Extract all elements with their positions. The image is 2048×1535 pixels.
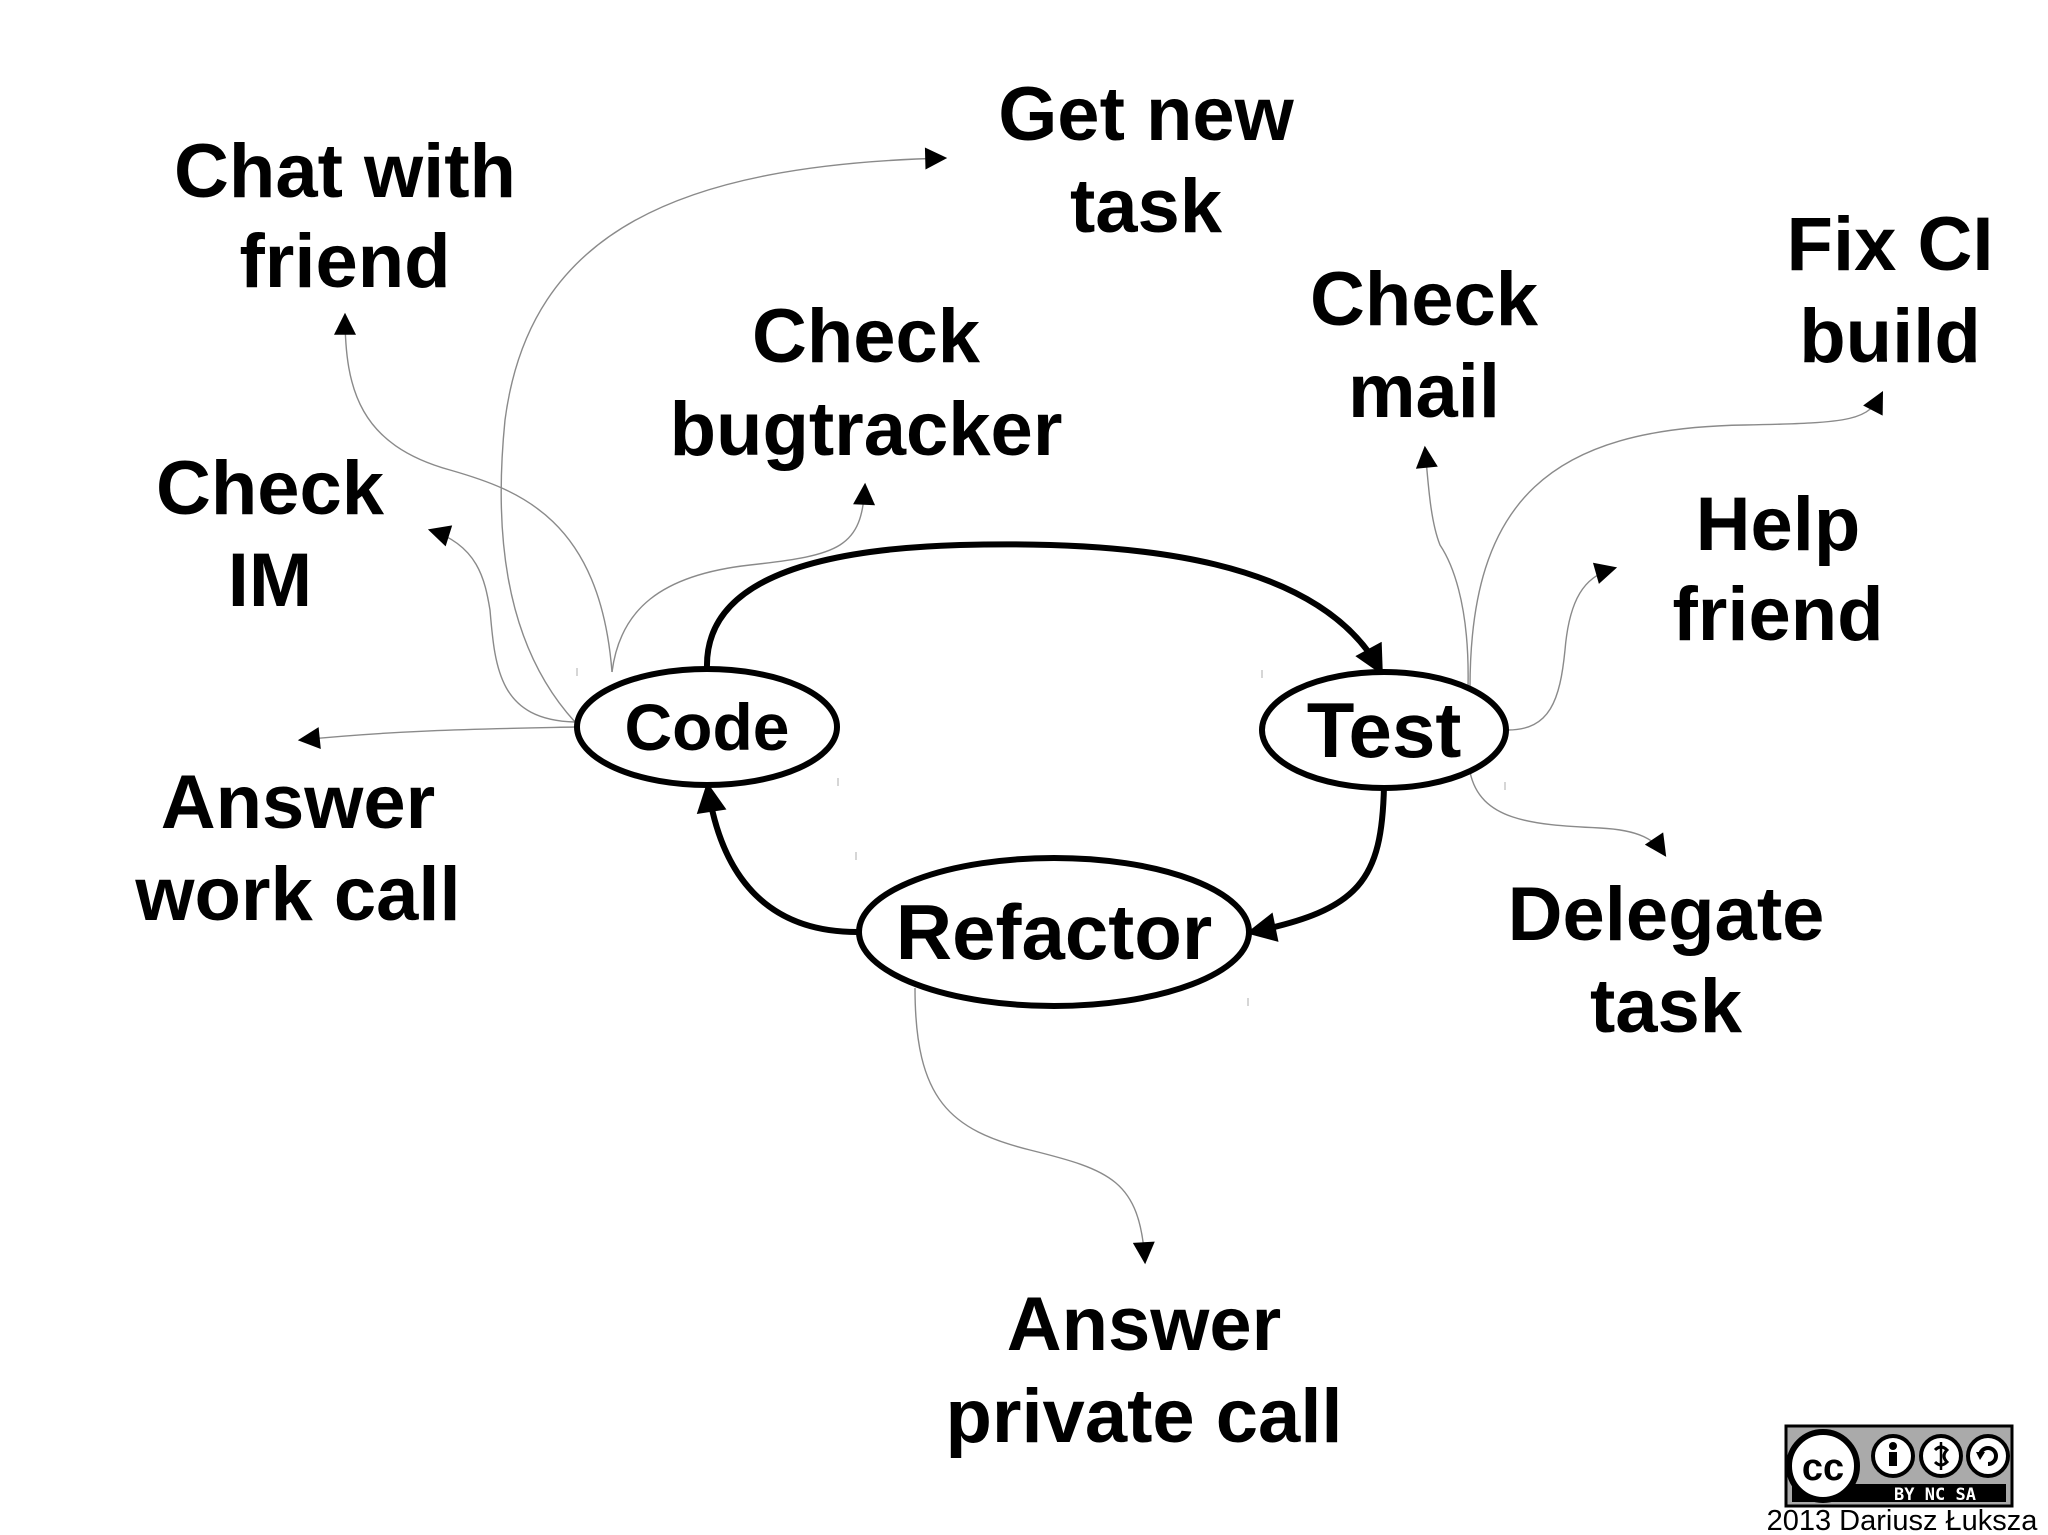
label-check-bugtracker: Check bugtracker — [670, 294, 1063, 472]
label-line: Check — [1310, 257, 1539, 342]
guide-ticks — [576, 668, 1506, 1006]
label-line: mail — [1348, 349, 1500, 434]
label-line: Chat with — [174, 129, 516, 214]
label-get-new-task: Get new task — [998, 72, 1294, 249]
label-line: Help — [1696, 482, 1861, 567]
arrow-refactor-to-code — [696, 782, 858, 935]
label-check-mail: Check mail — [1310, 257, 1539, 434]
label-line: Answer — [161, 760, 436, 845]
node-code-label: Code — [625, 690, 790, 764]
node-refactor: Refactor — [856, 855, 1252, 1009]
label-line: task — [1070, 164, 1223, 249]
label-line: Fix CI — [1787, 202, 1994, 287]
node-code: Code — [574, 666, 840, 788]
badge-text: BY NC SA — [1894, 1485, 1976, 1505]
arrow-to-answer-private-call — [914, 987, 1155, 1265]
node-code-ellipse — [574, 666, 840, 788]
label-check-im: Check IM — [156, 446, 385, 623]
label-delegate-task: Delegate task — [1508, 872, 1825, 1049]
label-line: friend — [1672, 572, 1883, 657]
label-line: work call — [134, 852, 460, 937]
cc-icon-text: cc — [1802, 1447, 1844, 1489]
arrow-to-check-im — [427, 525, 576, 723]
arrow-to-answer-work-call — [297, 726, 576, 749]
sa-icon — [1966, 1434, 2010, 1478]
by-icon — [1871, 1434, 1915, 1478]
label-help-friend: Help friend — [1672, 482, 1883, 657]
arrow-to-chat-with-friend — [334, 312, 613, 673]
arrow-to-fix-ci-build — [1469, 391, 1884, 689]
arrow-to-get-new-task — [500, 147, 948, 723]
node-test: Test — [1259, 669, 1509, 791]
label-fix-ci-build: Fix CI build — [1787, 202, 1994, 379]
arrow-test-to-refactor — [1246, 785, 1387, 942]
node-test-label: Test — [1307, 686, 1462, 774]
label-line: Get new — [998, 72, 1294, 157]
node-refactor-ellipse — [856, 855, 1252, 1009]
label-line: friend — [239, 219, 450, 304]
label-line: Delegate — [1508, 872, 1825, 957]
label-line: Answer — [1007, 1282, 1282, 1367]
node-refactor-label: Refactor — [896, 888, 1212, 976]
arrow-code-to-test — [703, 541, 1383, 676]
label-line: private call — [945, 1374, 1342, 1459]
arrow-to-help-friend — [1507, 562, 1618, 731]
label-answer-private-call: Answer private call — [945, 1282, 1342, 1459]
cc-license-badge: BY NC SA cc — [1784, 1424, 2014, 1508]
arrow-to-check-bugtracker — [611, 482, 876, 673]
label-chat-with-friend: Chat with friend — [174, 129, 516, 304]
node-test-ellipse — [1259, 669, 1509, 791]
label-answer-work-call: Answer work call — [134, 760, 460, 937]
label-line: IM — [228, 538, 312, 623]
label-line: Check — [156, 446, 385, 531]
cc-icon — [1786, 1429, 1860, 1503]
arrow-to-delegate-task — [1469, 771, 1667, 857]
arrow-to-check-mail — [1415, 445, 1469, 689]
label-line: Check — [752, 294, 981, 379]
author-credit: 2013 Dariusz Łuksza — [1767, 1505, 2039, 1535]
label-line: build — [1799, 294, 1981, 379]
label-line: task — [1590, 964, 1743, 1049]
nc-icon — [1919, 1434, 1963, 1478]
label-line: bugtracker — [670, 387, 1063, 472]
